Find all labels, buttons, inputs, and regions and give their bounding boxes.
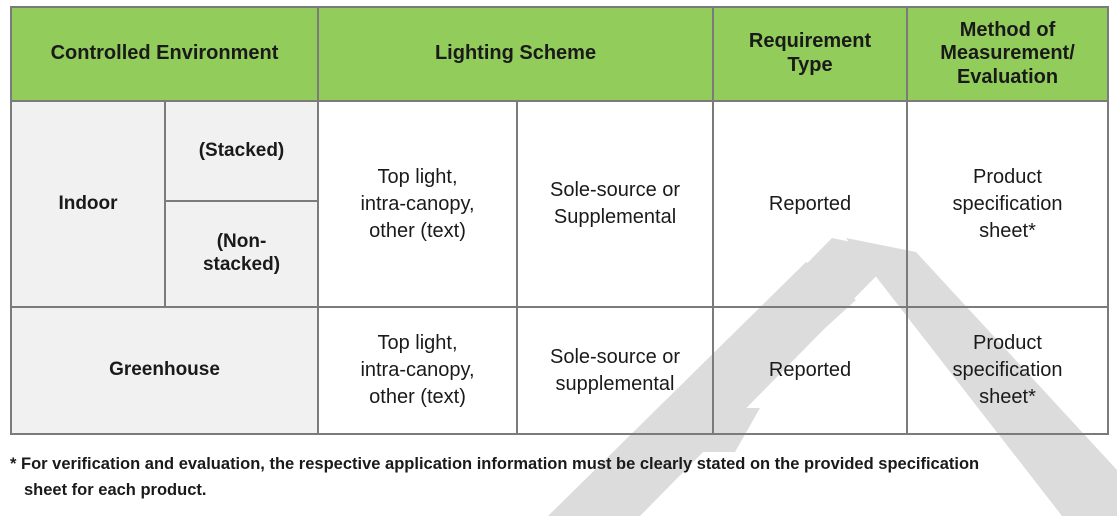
cell-environment-greenhouse: Greenhouse [9, 306, 320, 435]
greenhouse-method-line3: sheet* [979, 386, 1036, 408]
header-row: Controlled Environment Lighting Scheme R… [9, 6, 1110, 102]
header-requirement-type-line2: Type [787, 54, 833, 76]
cell-indoor-requirement-type: Reported [712, 100, 909, 308]
greenhouse-lighting-line2: intra-canopy, [360, 359, 475, 381]
cell-greenhouse-requirement-type: Reported [712, 306, 909, 435]
greenhouse-source-line2: supplemental [555, 372, 675, 395]
header-requirement-type-line1: Requirement [748, 30, 872, 53]
nonstacked-line1: (Non- [216, 231, 267, 253]
cell-sub-environment-nonstacked: (Non- stacked) [163, 200, 320, 308]
indoor-source-line1: Sole-source or [549, 179, 681, 201]
cell-sub-environment-stacked: (Stacked) [163, 100, 320, 202]
indoor-method-line3: sheet* [979, 219, 1036, 242]
table-body: Indoor (Stacked) Top light, intra-canopy… [9, 100, 1110, 435]
header-controlled-environment: Controlled Environment [9, 6, 320, 102]
header-method-line3: Evaluation [956, 65, 1059, 88]
table-row-greenhouse: Greenhouse Top light, intra-canopy, othe… [9, 306, 1110, 435]
greenhouse-source-line1: Sole-source or [549, 345, 681, 368]
cell-indoor-lighting-scheme: Top light, intra-canopy, other (text) [317, 100, 519, 308]
cell-greenhouse-method: Product specification sheet* [906, 306, 1110, 435]
requirements-table-container: Controlled Environment Lighting Scheme R… [9, 6, 1110, 435]
indoor-lighting-line2: intra-canopy, [360, 192, 475, 215]
cell-indoor-source-type: Sole-source or Supplemental [516, 100, 715, 308]
nonstacked-line2: stacked) [202, 254, 281, 275]
table-row-indoor-nonstacked: (Non- stacked) [11, 200, 1108, 308]
greenhouse-method-line1: Product [973, 332, 1042, 354]
table-footnote: * For verification and evaluation, the r… [10, 452, 1095, 503]
indoor-lighting-line3: other (text) [369, 219, 466, 242]
indoor-lighting-line1: Top light, [377, 165, 458, 188]
greenhouse-lighting-line1: Top light, [377, 332, 458, 354]
cell-environment-indoor: Indoor [10, 100, 166, 308]
indoor-method-line2: specification [952, 192, 1063, 215]
header-method-line1: Method of [959, 18, 1056, 41]
cell-greenhouse-lighting-scheme: Top light, intra-canopy, other (text) [317, 306, 519, 435]
indoor-method-line1: Product [973, 165, 1042, 188]
table-header: Controlled Environment Lighting Scheme R… [9, 6, 1110, 102]
header-requirement-type: Requirement Type [712, 6, 909, 102]
header-lighting-scheme: Lighting Scheme [317, 6, 715, 102]
requirements-table: Controlled Environment Lighting Scheme R… [9, 6, 1110, 435]
header-method-of-measurement: Method of Measurement/ Evaluation [906, 6, 1110, 102]
footnote-line1: * For verification and evaluation, the r… [10, 455, 980, 473]
indoor-source-line2: Supplemental [553, 206, 677, 228]
header-method-line2: Measurement/ [940, 42, 1075, 65]
cell-greenhouse-source-type: Sole-source or supplemental [516, 306, 715, 435]
cell-indoor-method: Product specification sheet* [906, 100, 1110, 308]
greenhouse-lighting-line3: other (text) [369, 386, 466, 408]
greenhouse-method-line2: specification [952, 359, 1063, 381]
footnote-line2: sheet for each product. [24, 480, 207, 499]
table-row-indoor-stacked: Indoor (Stacked) Top light, intra-canopy… [10, 100, 1110, 308]
